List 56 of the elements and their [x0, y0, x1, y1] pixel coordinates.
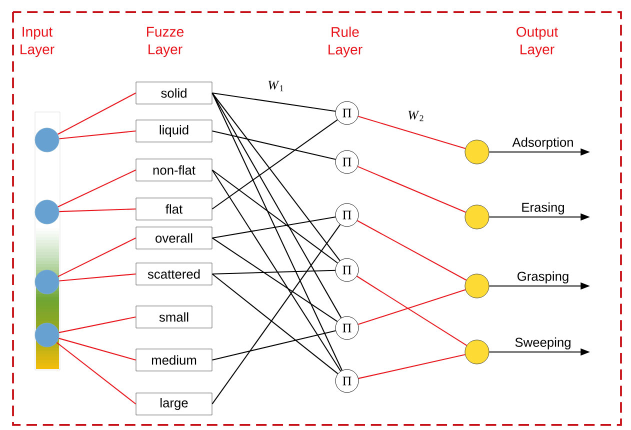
output-circle — [464, 140, 490, 164]
connector-line — [58, 316, 136, 334]
output-circle — [464, 204, 490, 230]
connector-line — [212, 92, 342, 371]
output-label: Adsorption — [512, 137, 573, 150]
connector-line — [357, 220, 467, 281]
fuzzy-set-box: small — [136, 306, 212, 328]
connector-line — [58, 92, 136, 135]
connector-line — [212, 170, 338, 264]
output-label: Sweeping — [515, 337, 570, 350]
layer-heading: Rule Layer — [328, 26, 362, 58]
layer-heading: Fuzze Layer — [147, 26, 184, 58]
connector-line — [58, 338, 136, 360]
connector-line — [212, 224, 341, 404]
fuzzy-set-box: non-flat — [136, 158, 212, 182]
fuzzy-set-box: flat — [136, 198, 212, 220]
fuzzy-set-box: liquid — [136, 120, 212, 142]
connector-line — [358, 289, 466, 325]
connector-line — [212, 119, 338, 210]
connector-line — [356, 276, 467, 346]
output-label: Erasing — [522, 202, 564, 214]
connector-line — [59, 130, 136, 140]
output-circle — [464, 274, 490, 298]
connector-line — [58, 170, 136, 208]
input-circle — [34, 270, 60, 294]
input-circle — [34, 200, 60, 224]
connector-line — [212, 130, 336, 160]
connector-line — [212, 92, 336, 112]
weight-label: W$_{2}$ — [408, 110, 424, 122]
connector-line — [212, 92, 340, 261]
connector-line — [212, 238, 338, 322]
output-label: Grasping — [518, 271, 568, 284]
fuzzy-set-box: medium — [136, 348, 212, 372]
weight-label: W$_{1}$ — [268, 80, 284, 92]
connector-line — [358, 166, 466, 213]
fuzzy-set-box: overall — [136, 226, 212, 250]
connector-line — [56, 342, 136, 404]
connector-line — [58, 238, 136, 278]
connector-line — [212, 274, 338, 374]
connector-line — [212, 216, 336, 239]
connector-line — [358, 354, 466, 379]
layer-heading: Output Layer — [516, 26, 558, 58]
connector-line — [212, 330, 336, 360]
fuzzy-set-box: scattered — [136, 262, 212, 286]
input-circle — [34, 322, 60, 348]
connector-line — [212, 170, 342, 372]
connector-line — [358, 116, 466, 149]
connector-line — [59, 273, 136, 282]
connector-line — [212, 92, 342, 318]
connector-line — [59, 208, 136, 212]
input-circle — [34, 128, 60, 152]
connector-line — [212, 270, 336, 275]
layer-heading: Input Layer — [20, 26, 54, 58]
fuzzy-set-box: solid — [136, 82, 212, 104]
output-circle — [464, 340, 490, 364]
fuzzy-set-box: large — [136, 392, 212, 416]
